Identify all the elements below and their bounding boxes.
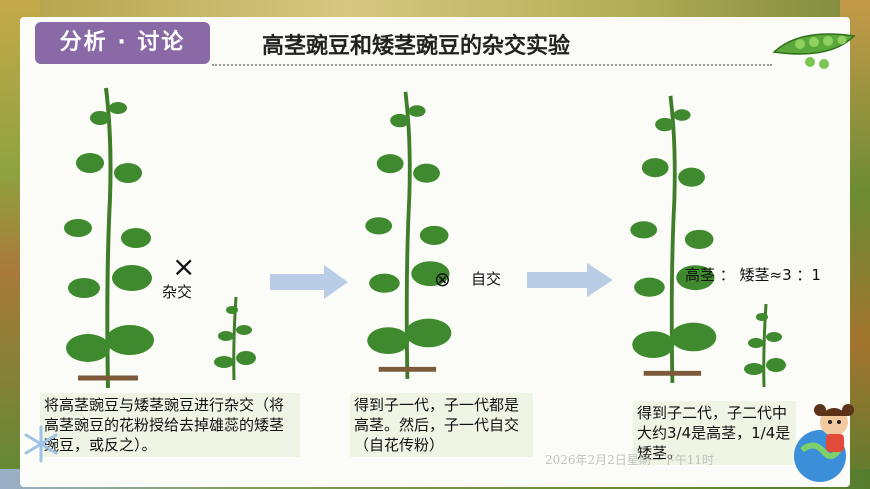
cross-label: 杂交 bbox=[162, 283, 193, 301]
cartoon-girl-globe-icon bbox=[794, 404, 854, 482]
snowflake-icon bbox=[24, 425, 58, 463]
short-pea-plant-parent bbox=[214, 296, 256, 381]
tall-pea-plant-f1 bbox=[365, 91, 452, 379]
arrow-to-f2 bbox=[527, 263, 613, 297]
pea-pod-icon bbox=[772, 33, 856, 69]
cross-symbol: × bbox=[172, 250, 196, 283]
caption-parental-cross: 将高茎豌豆与矮茎豌豆进行杂交（将高茎豌豆的花粉授给去掉雄蕊的矮茎豌豆，或反之）。 bbox=[40, 393, 300, 457]
arrow-to-f1 bbox=[270, 265, 348, 299]
section-tag: 分析 · 讨论 bbox=[35, 22, 210, 64]
tall-pea-plant-f2 bbox=[630, 95, 717, 383]
page-title: 高茎豌豆和矮茎豌豆的杂交实验 bbox=[262, 34, 571, 59]
self-cross-symbol: ⊗ bbox=[434, 267, 451, 291]
ratio-label: 高茎 ： 矮茎≈3 ：1 bbox=[685, 266, 821, 284]
caption-f1: 得到子一代，子一代都是高茎。然后，子一代自交（自花传粉） bbox=[350, 393, 533, 457]
short-pea-plant-f2 bbox=[744, 303, 786, 388]
title-divider bbox=[212, 64, 772, 66]
self-cross-label: 自交 bbox=[471, 270, 502, 288]
date-watermark: 2026年2月2日星期一下午11时 bbox=[545, 453, 715, 467]
caption-f2: 得到子二代，子二代中大约3/4是高茎，1/4是矮茎。 bbox=[633, 401, 796, 465]
tall-pea-plant-parent bbox=[64, 87, 154, 389]
